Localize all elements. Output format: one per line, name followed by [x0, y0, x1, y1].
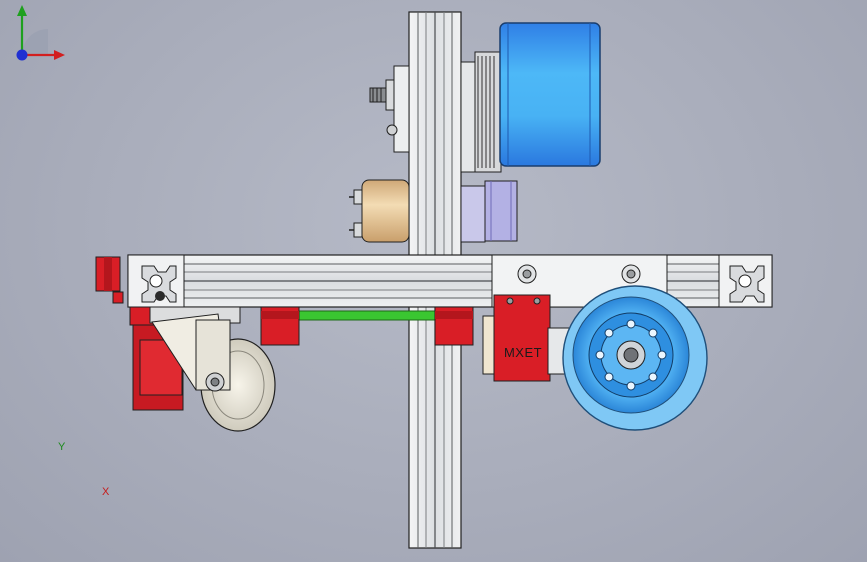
- coupling-block: [460, 180, 518, 243]
- x-axis-arrow-icon: [54, 50, 65, 60]
- triad-arc: [22, 29, 48, 55]
- belt-assembly: [260, 306, 474, 346]
- left-profile-endcap: [127, 254, 185, 308]
- axis-x-label: X: [102, 486, 110, 498]
- drive-wheel: [562, 285, 708, 431]
- axis-triad[interactable]: [0, 0, 80, 70]
- red-end-stop: [95, 256, 124, 304]
- caster-wheel: [129, 291, 276, 432]
- z-axis-dot-icon: [16, 49, 28, 61]
- y-axis-arrow-icon: [17, 5, 27, 16]
- bearing-block: [349, 179, 410, 243]
- red-motor-housing: [482, 294, 571, 382]
- pulley-plate: [460, 51, 502, 173]
- drive-wheel-spokes: [595, 319, 667, 391]
- stud-bolt: [369, 65, 410, 153]
- axis-y-label: Y: [58, 441, 66, 453]
- motor-label: MXET: [503, 345, 543, 360]
- right-profile-endcap: [718, 254, 773, 308]
- blue-motor: [499, 22, 601, 167]
